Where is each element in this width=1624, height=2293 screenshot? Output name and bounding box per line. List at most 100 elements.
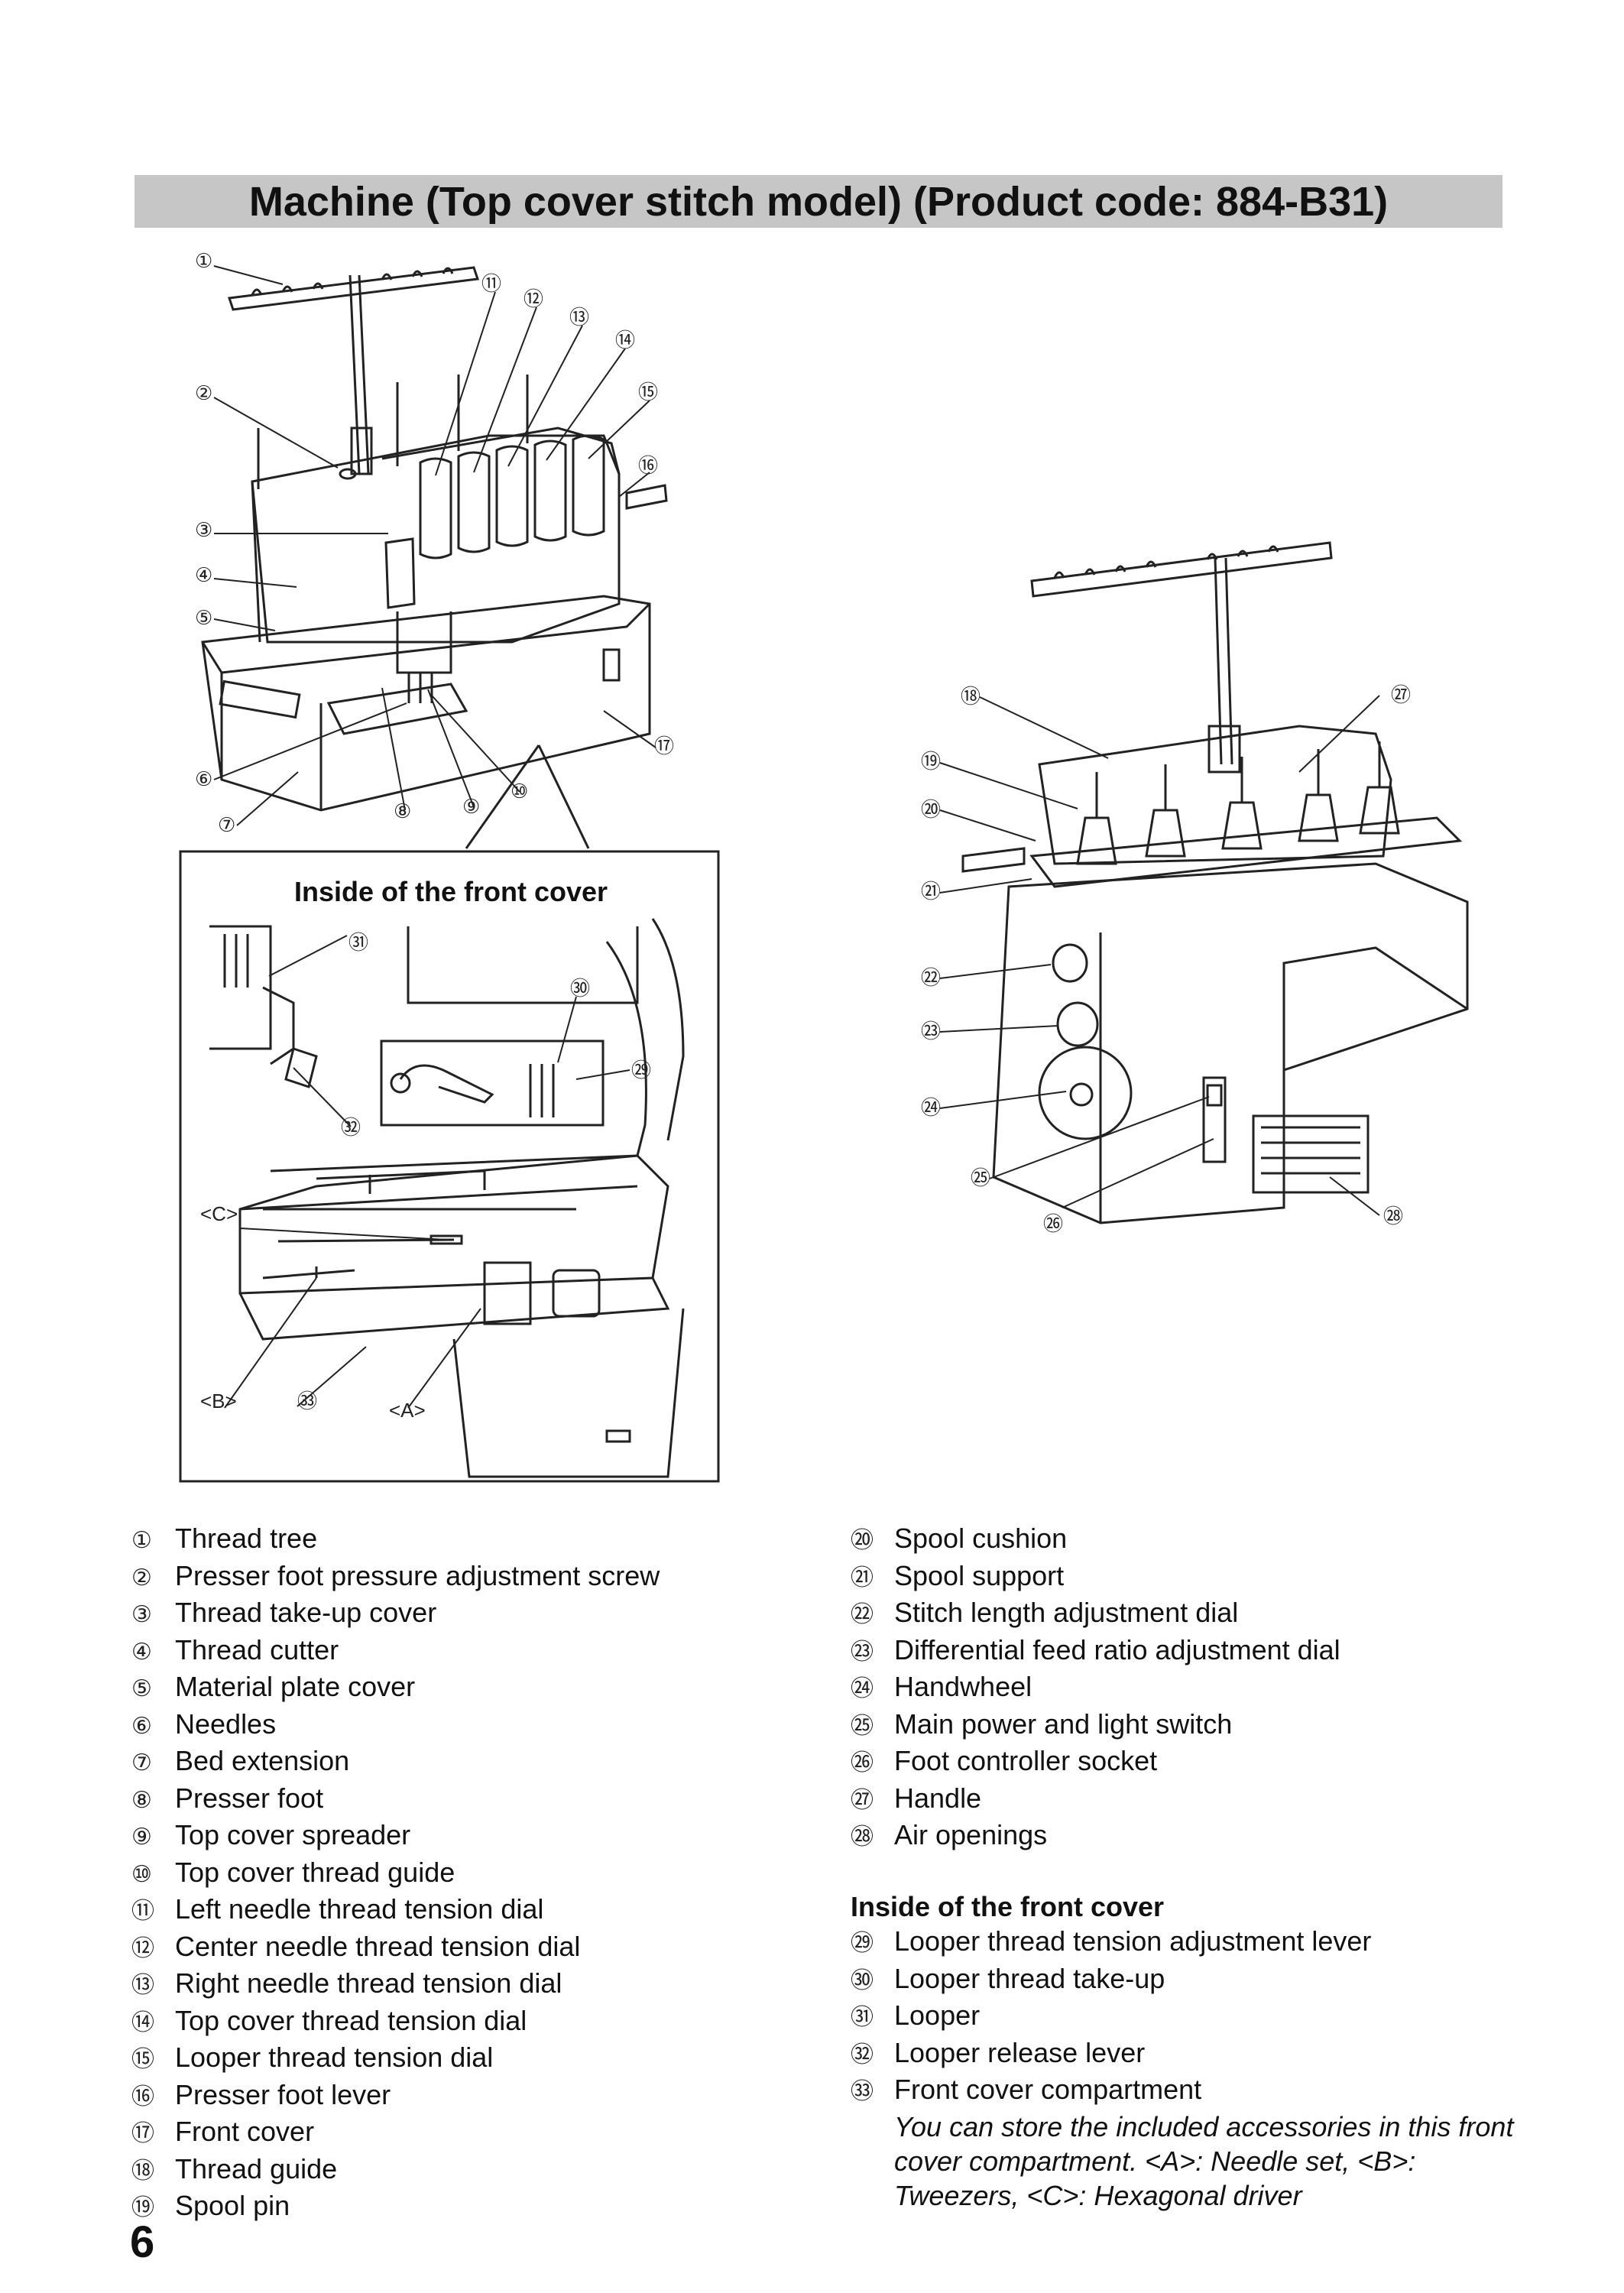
callout-22: ㉒ <box>921 967 941 990</box>
legend-label: Handle <box>894 1782 982 1814</box>
legend-label: Spool support <box>894 1559 1065 1591</box>
legend-number: ㉕ <box>851 1712 874 1740</box>
callout-25: ㉕ <box>971 1167 990 1190</box>
legend-label: Foot controller socket <box>894 1745 1158 1776</box>
legend-item: ⑬ Right needle thread tension dial <box>131 1966 660 2003</box>
callout-15: ⑮ <box>638 381 658 404</box>
legend-number: ㉒ <box>851 1601 874 1628</box>
legend-number: ⑪ <box>131 1898 154 1925</box>
callout-8: ⑧ <box>394 800 411 823</box>
callout-24: ㉔ <box>921 1097 941 1120</box>
callout-17: ⑰ <box>654 735 674 758</box>
legend-number: ⑨ <box>131 1824 152 1850</box>
callout-26: ㉖ <box>1043 1213 1063 1236</box>
inset-label-c: <C> <box>200 1202 238 1225</box>
legend-item: ⑫ Center needle thread tension dial <box>131 1929 660 1967</box>
legend-label: Center needle thread tension dial <box>175 1930 581 1962</box>
legend-number: ③ <box>131 1601 152 1628</box>
legend-number: ⑯ <box>131 2083 154 2110</box>
legend-number: ㉗ <box>851 1786 874 1814</box>
legend-number: ② <box>131 1564 152 1591</box>
callout-21: ㉑ <box>921 881 941 903</box>
legend-number: ⑦ <box>131 1750 152 1776</box>
legend-label: Presser foot lever <box>175 2078 391 2110</box>
legend-number: ㉜ <box>851 2041 874 2068</box>
legend-item: ⑲ Spool pin <box>131 2188 660 2226</box>
legend-number: ⑩ <box>131 1860 152 1888</box>
legend-label: Right needle thread tension dial <box>175 1967 562 1999</box>
legend-number: ⑲ <box>131 2194 154 2221</box>
legend-item: ㉘ Air openings <box>851 1818 1521 1855</box>
legend-label: Front cover <box>175 2116 315 2147</box>
legend-label: Front cover compartment <box>894 2074 1202 2105</box>
legend-label: Spool cushion <box>894 1523 1068 1554</box>
legend-item: ㉕ Main power and light switch <box>851 1707 1521 1744</box>
callout-10: ⑩ <box>511 780 528 803</box>
legend-label: Looper thread take-up <box>894 1962 1165 1994</box>
legend-label: Thread cutter <box>175 1633 339 1665</box>
callout-9: ⑨ <box>462 796 480 819</box>
callout-23: ㉓ <box>921 1020 941 1043</box>
callout-14: ⑭ <box>615 329 635 352</box>
legend-item: ㉔ Handwheel <box>851 1669 1521 1707</box>
legend-label: Stitch length adjustment dial <box>894 1597 1239 1628</box>
page-title: Machine (Top cover stitch model) (Produc… <box>248 178 1389 225</box>
callout-11: ⑪ <box>481 273 501 296</box>
callout-16: ⑯ <box>638 455 658 478</box>
rear-machine-illustration: ⑱ ㉗ ⑲ ⑳ ㉑ ㉒ ㉓ ㉔ ㉕ ㉖ ㉘ <box>921 541 1469 1236</box>
legend-number: ㉚ <box>851 1967 874 1994</box>
legend-number: ① <box>131 1527 152 1554</box>
legend-label: Looper thread tension adjustment lever <box>894 1925 1372 1957</box>
legend-label: Top cover thread guide <box>175 1856 455 1888</box>
inside-section-note: You can store the included accessories i… <box>894 2110 1514 2211</box>
legend-number: ⑭ <box>131 2009 154 2036</box>
legend-item: ㉚ Looper thread take-up <box>851 1961 1521 1999</box>
legend-item: ⑯ Presser foot lever <box>131 2077 660 2115</box>
legend-number: ⑬ <box>131 1972 154 1999</box>
legend-label: Main power and light switch <box>894 1708 1233 1740</box>
legend-label: Spool pin <box>175 2190 290 2221</box>
legend-item: ㉖ Foot controller socket <box>851 1743 1521 1781</box>
legend-item: ㉒ Stitch length adjustment dial <box>851 1595 1521 1633</box>
legend-number: ⑤ <box>131 1675 152 1702</box>
legend-number: ⑫ <box>131 1935 154 1962</box>
legend-number: ㉛ <box>851 2004 874 2031</box>
legend-number: ㉖ <box>851 1750 874 1776</box>
legend-label: Bed extension <box>175 1745 350 1776</box>
legend-item: ② Presser foot pressure adjustment screw <box>131 1558 660 1596</box>
legend-label: Air openings <box>894 1819 1048 1850</box>
legend-number: ⑰ <box>131 2120 154 2147</box>
legend-number: ㉓ <box>851 1638 874 1665</box>
page-number: 6 <box>130 2217 155 2267</box>
legend-label: Handwheel <box>894 1671 1032 1702</box>
callout-4: ④ <box>195 564 212 587</box>
legend-label: Looper thread tension dial <box>175 2042 494 2073</box>
inset-title: Inside of the front cover <box>293 876 608 907</box>
callout-28: ㉘ <box>1383 1205 1403 1228</box>
inset-label-b: <B> <box>200 1390 237 1412</box>
callout-32: ㉜ <box>341 1117 361 1140</box>
rear-machine-figure: ⑱ ㉗ ⑲ ⑳ ㉑ ㉒ ㉓ ㉔ ㉕ ㉖ ㉘ <box>856 520 1483 1269</box>
legend-item: ⑩ Top cover thread guide <box>131 1855 660 1892</box>
inset-label-a: <A> <box>389 1399 426 1422</box>
legend-label: Presser foot pressure adjustment screw <box>175 1559 660 1591</box>
legend-number: ㉘ <box>851 1824 874 1850</box>
legend-number: ㉔ <box>851 1675 874 1702</box>
callout-30: ㉚ <box>570 978 590 1001</box>
